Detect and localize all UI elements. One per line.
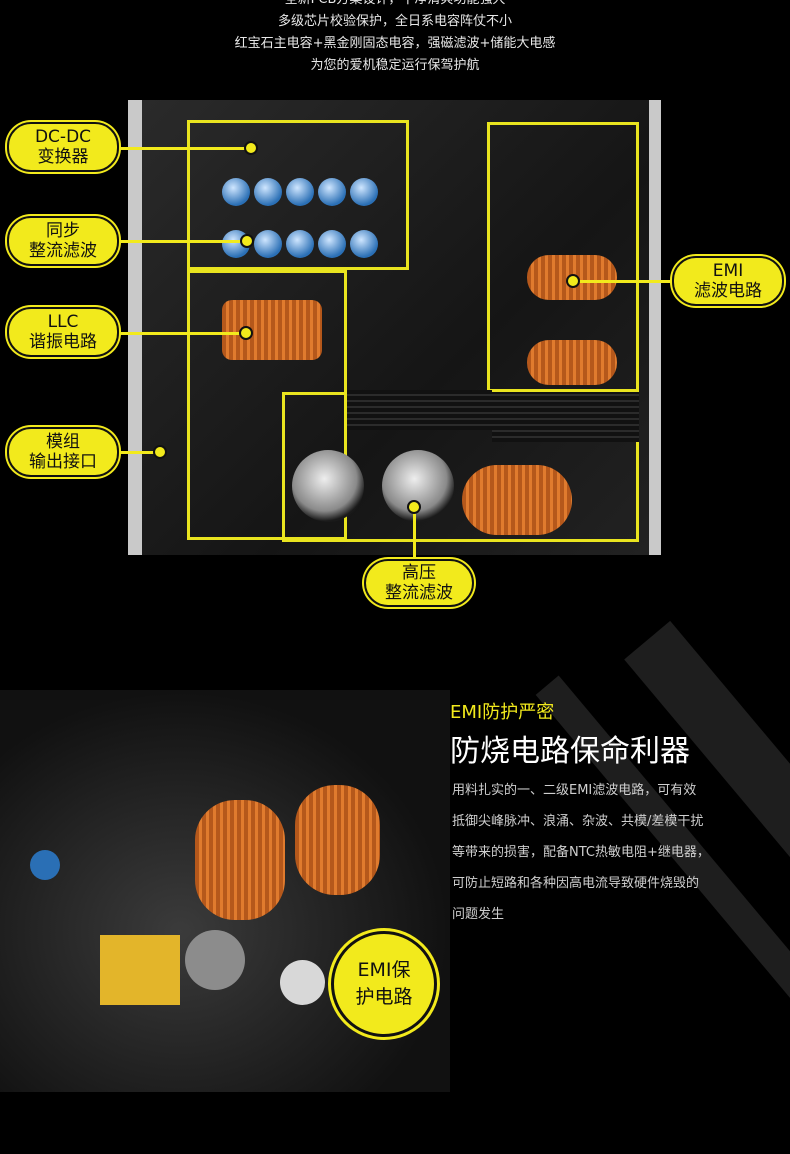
capacitor <box>318 230 346 258</box>
callout-line <box>110 240 250 243</box>
callout-line1: 高压 <box>402 563 436 583</box>
callout-dcdc: DC-DC 变换器 <box>7 122 119 172</box>
badge-line1: EMI保 <box>357 959 411 981</box>
callout-line1: 模组 <box>46 432 80 452</box>
capacitor <box>286 178 314 206</box>
intro-line: 多级芯片校验保护，全日系电容阵仗不小 <box>277 14 512 29</box>
pcb-photo <box>128 100 661 555</box>
callout-line <box>575 280 675 283</box>
intro-text: 全新PCB方案设计，干净清爽功能强大 多级芯片校验保护，全日系电容阵仗不小 红宝… <box>0 0 790 77</box>
capacitor <box>318 178 346 206</box>
blue-capacitor <box>30 850 60 880</box>
callout-sync: 同步 整流滤波 <box>7 216 119 266</box>
intro-line: 为您的爱机稳定运行保驾护航 <box>310 58 480 73</box>
callout-dot <box>239 326 253 340</box>
capacitor <box>350 178 378 206</box>
callout-line2: 滤波电路 <box>694 281 762 301</box>
emi-coil <box>195 800 285 920</box>
body-line: 问题发生 <box>452 907 505 922</box>
callout-line1: DC-DC <box>34 127 92 147</box>
callout-dot <box>240 234 254 248</box>
badge-line2: 护电路 <box>355 986 413 1008</box>
section-title: 防烧电路保命利器 <box>450 734 690 769</box>
callout-line2: 整流滤波 <box>385 583 453 603</box>
callout-line <box>110 451 160 454</box>
callout-line <box>413 510 416 560</box>
body-line: 抵御尖峰脉冲、浪涌、杂波、共模/差模干扰 <box>452 814 704 829</box>
callout-line1: EMI <box>712 261 744 281</box>
intro-line: 红宝石主电容+黑金刚固态电容，强磁滤波+储能大电感 <box>234 36 556 51</box>
varistor <box>185 930 245 990</box>
emi-badge: EMI保 护电路 <box>331 931 437 1037</box>
capacitor <box>350 230 378 258</box>
callout-line2: 谐振电路 <box>29 332 97 352</box>
callout-line2: 输出接口 <box>29 452 97 472</box>
llc-transformer <box>222 300 322 360</box>
body-line: 可防止短路和各种因高电流导致硬件烧毁的 <box>452 876 700 891</box>
callout-line1: LLC <box>47 312 79 332</box>
capacitor <box>254 178 282 206</box>
fuse-capacitor <box>280 960 325 1005</box>
zone-llc <box>187 270 347 540</box>
callout-line <box>110 332 250 335</box>
emi-coil <box>527 340 617 385</box>
callout-dot <box>407 500 421 514</box>
callout-line <box>110 147 250 150</box>
callout-dot <box>566 274 580 288</box>
callout-llc: LLC 谐振电路 <box>7 307 119 357</box>
callout-line1: 同步 <box>46 221 80 241</box>
callout-emi: EMI 滤波电路 <box>672 256 784 306</box>
relay <box>100 935 180 1005</box>
body-line: 用料扎实的一、二级EMI滤波电路，可有效 <box>452 783 697 798</box>
heatsink <box>347 390 492 430</box>
callout-hv: 高压 整流滤波 <box>364 559 474 607</box>
callout-module: 模组 输出接口 <box>7 427 119 477</box>
zone-emi <box>487 122 639 392</box>
main-capacitor <box>292 450 364 522</box>
zone-dcdc <box>187 120 409 270</box>
intro-line: 全新PCB方案设计，干净清爽功能强大 <box>0 0 790 11</box>
callout-line2: 整流滤波 <box>29 241 97 261</box>
body-line: 等带来的损害，配备NTC热敏电阻+继电器， <box>452 845 710 860</box>
pfc-coil <box>462 465 572 535</box>
section-subtitle: EMI防护严密 <box>450 702 555 723</box>
callout-dot <box>244 141 258 155</box>
callout-dot <box>153 445 167 459</box>
capacitor <box>286 230 314 258</box>
heatsink <box>492 392 639 442</box>
section-body: 用料扎实的一、二级EMI滤波电路，可有效 抵御尖峰脉冲、浪涌、杂波、共模/差模干… <box>452 775 772 930</box>
emi-coil <box>295 785 380 895</box>
callout-line2: 变换器 <box>37 147 89 167</box>
capacitor <box>222 178 250 206</box>
capacitor <box>254 230 282 258</box>
